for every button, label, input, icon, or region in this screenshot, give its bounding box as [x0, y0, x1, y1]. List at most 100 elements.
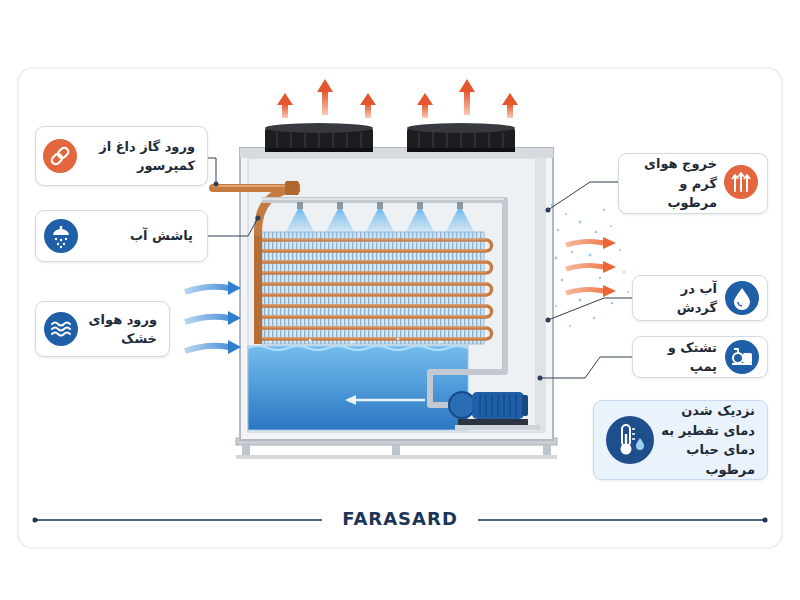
callout-text: تشتک و پمپ [641, 338, 717, 377]
condenser-coil [254, 232, 492, 344]
spray-header [337, 202, 343, 209]
mist-droplets [619, 249, 621, 251]
mist-droplets [610, 225, 612, 227]
exhaust-arrows [360, 93, 376, 105]
mist-droplets [571, 251, 573, 253]
condenser-coil [254, 232, 262, 344]
unit-casing [535, 158, 545, 432]
spray-header [377, 202, 383, 209]
mist-droplets [599, 277, 601, 279]
exhaust-arrows [277, 93, 293, 105]
mist-droplets [555, 257, 558, 260]
callout-box: تشتک و پمپ [632, 336, 768, 378]
spray-header [417, 202, 423, 209]
callout-box: خروج هوای گرم و مرطوب [618, 153, 768, 214]
mist-droplets [579, 221, 582, 224]
exhaust-arrows [282, 104, 288, 118]
leader-line [208, 158, 216, 184]
footer-rule [763, 518, 768, 523]
exhaust-arrows [277, 79, 518, 118]
air-inlet-arrows [185, 287, 229, 292]
spray-header [297, 202, 303, 209]
unit-casing [240, 148, 553, 440]
footer-rule [33, 518, 38, 523]
water-basin [397, 338, 400, 341]
fan-unit [265, 123, 515, 152]
leader-line [208, 218, 258, 236]
spray-header [358, 209, 402, 246]
spray-header [398, 209, 442, 246]
water-basin [248, 346, 468, 430]
mist-droplets [569, 325, 571, 327]
mist-droplets [551, 204, 554, 207]
air-inlet-arrows [228, 281, 241, 295]
air-inlet-arrows [185, 281, 241, 354]
water-basin [309, 339, 312, 342]
callout-text: آب در گردش [641, 279, 717, 318]
spray-header [278, 209, 322, 246]
hot-gas-pipe [213, 181, 300, 232]
unit-casing [240, 148, 553, 158]
circulation-pump [455, 425, 540, 430]
card-panel [18, 68, 782, 548]
spray-header [457, 202, 463, 209]
water-basin [248, 338, 468, 430]
mist-droplets [561, 279, 564, 282]
exhaust-arrows [365, 104, 371, 118]
leader-line [548, 298, 632, 320]
fan-unit [419, 132, 503, 148]
spray-header [318, 209, 362, 246]
fan-unit [407, 148, 515, 152]
callout-text: پاشش آب [92, 226, 193, 246]
condenser-coil [262, 239, 486, 338]
callout-text: نزدیک شدن دمای تقطیر به دمای حباب مرطوب [660, 401, 755, 479]
callout-text: ورود گاز داغ از کمپرسور [92, 137, 195, 176]
fan-unit [265, 123, 373, 133]
air-inlet-arrows [228, 311, 241, 325]
condenser-coil [262, 240, 486, 339]
fan-unit [277, 132, 361, 148]
leader-line [548, 182, 618, 210]
leader-line [540, 357, 632, 378]
unit-casing [240, 148, 553, 440]
water-basin [268, 340, 271, 343]
mist-droplets [565, 213, 567, 215]
water-basin [350, 340, 353, 343]
mist-droplets [579, 299, 582, 302]
water-basin [248, 346, 468, 350]
spray-header [262, 198, 504, 200]
spray-header [262, 200, 505, 405]
mist-droplets [551, 204, 630, 327]
mist-droplets [611, 302, 613, 304]
mist-droplets [595, 231, 598, 234]
exhaust-arrows [502, 93, 518, 105]
mist-droplets [627, 291, 629, 293]
fan-unit [265, 148, 373, 152]
callout-box: آب در گردش [632, 275, 768, 321]
leader-line [208, 158, 632, 378]
fan-unit [407, 123, 515, 133]
exhaust-arrows [417, 93, 433, 105]
unit-casing [248, 158, 545, 432]
exhaust-side-arrows [566, 265, 604, 269]
leader-dot [538, 376, 543, 381]
callout-box: ورود گاز داغ از کمپرسور [35, 126, 208, 186]
brand-name: FARASARD [325, 508, 475, 529]
exhaust-side-arrows [566, 237, 616, 297]
spray-header [438, 209, 482, 246]
base-frame [236, 438, 557, 459]
callout-box: نزدیک شدن دمای تقطیر به دمای حباب مرطوب [593, 400, 768, 480]
callout-text: خروج هوای گرم و مرطوب [627, 154, 717, 213]
air-inlet-arrows [185, 346, 229, 351]
air-inlet-arrows [185, 317, 229, 322]
exhaust-side-arrows [603, 261, 616, 273]
leader-dot [256, 216, 261, 221]
water-basin [345, 395, 356, 405]
exhaust-side-arrows [603, 285, 616, 297]
exhaust-side-arrows [566, 289, 604, 293]
mist-droplets [623, 271, 625, 273]
callout-box: پاشش آب [35, 210, 208, 262]
leader-dot [546, 208, 551, 213]
leader-dot [214, 182, 551, 381]
